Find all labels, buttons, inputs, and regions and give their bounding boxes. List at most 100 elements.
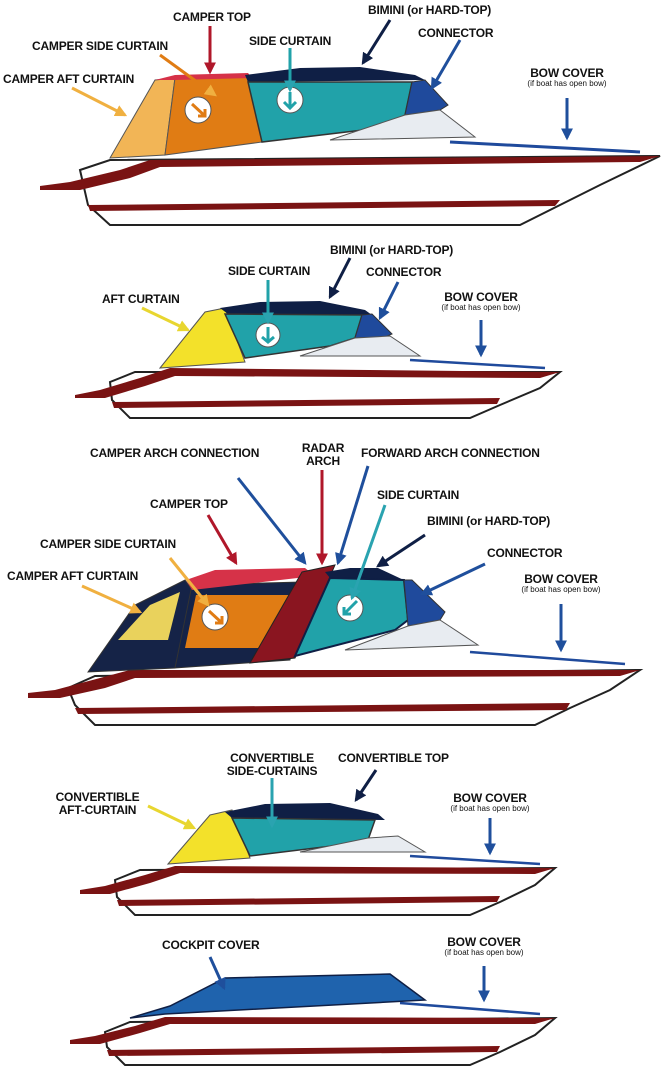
label-convertible-aft-curtain-line1: CONVERTIBLE — [55, 790, 140, 804]
label-bow-cover-2-title: BOW COVER — [444, 290, 518, 304]
label-side-curtain-2: SIDE CURTAIN — [228, 264, 311, 278]
arrow-bimini — [328, 257, 352, 300]
arrow-bimini — [375, 533, 426, 568]
bow-deck-edge — [449, 140, 641, 154]
camper-top — [186, 568, 315, 590]
label-bimini-1: BIMINI (or HARD-TOP) — [368, 3, 492, 17]
label-connector-2: CONNECTOR — [366, 265, 442, 279]
label-side-curtain-1: SIDE CURTAIN — [249, 34, 332, 48]
arrow-camper-side-curtain — [159, 53, 217, 97]
hull — [113, 866, 558, 916]
hull — [108, 371, 563, 419]
label-convertible-side-curtains: CONVERTIBLE SIDE-CURTAINS — [222, 752, 322, 777]
label-convertible-top: CONVERTIBLE TOP — [338, 751, 449, 765]
label-camper-side-curtain-3: CAMPER SIDE CURTAIN — [40, 537, 176, 551]
connector — [404, 79, 449, 116]
bow-deck-edge — [409, 358, 546, 370]
label-bow-cover-5-title: BOW COVER — [447, 935, 521, 949]
hull-stripe-top — [75, 368, 560, 398]
arrow-cockpit-cover — [208, 956, 226, 991]
arrow-convertible-top — [354, 769, 378, 802]
arrow-camper-side-curtain — [168, 557, 210, 607]
hull — [103, 1016, 558, 1066]
hull-stripe-lower — [117, 896, 500, 906]
label-radar-arch-line2: ARCH — [306, 453, 340, 468]
boat-4 — [80, 769, 558, 916]
camper-side-curtain — [164, 75, 263, 156]
arrow-connector — [419, 562, 486, 596]
hull-stripe-lower — [88, 200, 560, 211]
label-radar-arch-line1: RADAR — [301, 441, 345, 455]
label-bow-cover-4-title: BOW COVER — [453, 791, 527, 805]
hull-stripe-top — [80, 866, 555, 894]
bow-deck-edge — [409, 854, 541, 866]
label-bow-cover-2: BOW COVER (if boat has open bow) — [428, 291, 534, 312]
label-bow-cover-1: BOW COVER (if boat has open bow) — [514, 67, 620, 88]
label-camper-arch-connection: CAMPER ARCH CONNECTION — [90, 446, 260, 460]
arrow-camper-arch-connection — [236, 477, 307, 565]
cockpit-cover — [129, 973, 428, 1019]
label-convertible-aft-curtain-line2: AFT-CURTAIN — [58, 802, 137, 817]
boat-3 — [28, 465, 644, 726]
label-cockpit-cover: COCKPIT COVER — [162, 938, 260, 952]
arrow-aft-curtain — [141, 306, 191, 332]
window-marker-2-arrow — [342, 599, 359, 616]
label-radar-arch: RADAR ARCH — [298, 442, 348, 467]
hull-stripe-lower — [112, 398, 500, 408]
windshield — [329, 109, 477, 141]
window-marker-arrow — [261, 327, 275, 344]
label-camper-aft-curtain-3: CAMPER AFT CURTAIN — [7, 569, 139, 583]
boat-5 — [70, 956, 558, 1066]
label-bimini-2: BIMINI (or HARD-TOP) — [330, 243, 454, 257]
camper-aft-curtain — [109, 77, 176, 159]
arrow-camper-aft-curtain — [81, 584, 143, 614]
label-bow-cover-4-note: (if boat has open bow) — [450, 803, 530, 813]
label-convertible-side-curtains-line1: CONVERTIBLE — [230, 751, 314, 765]
label-bow-cover-5: BOW COVER (if boat has open bow) — [431, 936, 537, 957]
hull-stripe-lower — [107, 1046, 500, 1056]
label-bow-cover-5-note: (if boat has open bow) — [444, 947, 524, 957]
hull — [66, 668, 644, 726]
label-camper-top-3: CAMPER TOP — [150, 497, 228, 511]
arrow-camper-aft-curtain — [71, 86, 128, 117]
label-bow-cover-3-note: (if boat has open bow) — [521, 584, 601, 594]
arrow-forward-arch-connection — [335, 465, 370, 566]
windshield — [299, 835, 427, 853]
arrow-bimini — [361, 19, 392, 66]
label-bow-cover-3-title: BOW COVER — [524, 572, 598, 586]
label-aft-curtain-2: AFT CURTAIN — [102, 292, 180, 306]
window-marker-2-arrow — [282, 92, 298, 111]
window-marker-1-arrow — [207, 609, 224, 625]
windshield — [344, 619, 480, 651]
arrow-convertible-aft-curtain — [147, 804, 197, 830]
windshield — [299, 335, 422, 357]
boat-2 — [75, 257, 563, 419]
hull-stripe-lower — [75, 703, 570, 714]
label-camper-top-1: CAMPER TOP — [173, 10, 251, 24]
connector — [354, 313, 393, 339]
camper-aft-curtain-window — [118, 592, 180, 640]
label-bow-cover-1-note: (if boat has open bow) — [527, 78, 607, 88]
label-bow-cover-1-title: BOW COVER — [530, 66, 604, 80]
convertible-aft-curtain — [166, 809, 251, 865]
label-bimini-3: BIMINI (or HARD-TOP) — [427, 514, 551, 528]
label-camper-aft-curtain-1: CAMPER AFT CURTAIN — [3, 72, 135, 86]
arrow-connector — [378, 281, 400, 321]
window-marker-1-arrow — [190, 102, 207, 118]
label-connector-3: CONNECTOR — [487, 546, 563, 560]
bow-deck-edge — [469, 650, 626, 666]
bimini-top — [245, 67, 425, 82]
arrow-side-curtain — [349, 504, 387, 601]
label-side-curtain-3: SIDE CURTAIN — [377, 488, 460, 502]
hull-stripe-top — [40, 156, 660, 190]
bow-deck-edge — [399, 1001, 541, 1016]
label-convertible-side-curtains-line2: SIDE-CURTAINS — [226, 763, 318, 778]
convertible-top — [225, 803, 385, 820]
bimini-top — [220, 301, 372, 315]
label-bow-cover-3: BOW COVER (if boat has open bow) — [508, 573, 614, 594]
arrow-camper-top — [206, 514, 238, 566]
hull-stripe-top — [70, 1017, 555, 1044]
hull-stripe-top — [28, 670, 640, 698]
